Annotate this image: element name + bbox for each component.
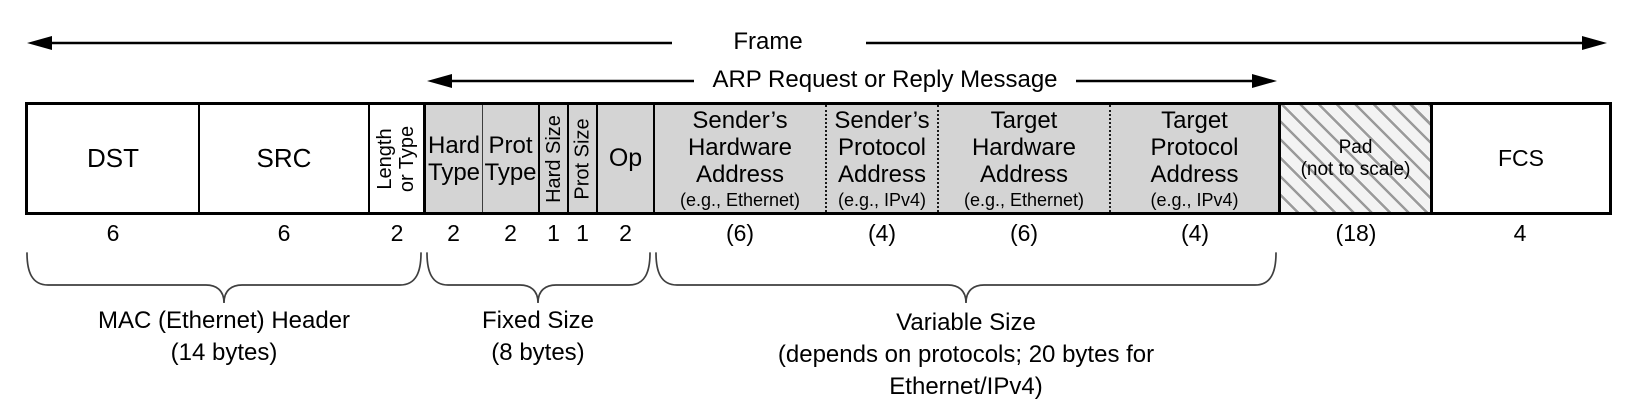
field-prot-size: Prot Size [569,105,598,212]
arrow-left-icon [27,36,52,50]
byte-count-op: 2 [619,220,632,246]
fixed-size-brace-label: Fixed Size (8 bytes) [481,307,595,366]
field-fcs: FCS [1433,105,1609,212]
field-prot-type-label: Prot Type [484,131,537,186]
field-op: Op [598,105,655,212]
byte-count-sender-hardware: (6) [725,220,755,246]
byte-count-target-protocol: (4) [1180,220,1210,246]
field-op-label: Op [608,144,643,172]
byte-count-target-hardware: (6) [1009,220,1039,246]
field-fcs-label: FCS [1498,145,1544,171]
field-sender-protocol-address: Sender’s Protocol Address (e.g., IPv4) [827,105,939,212]
variable-size-brace [655,252,1277,304]
field-hard-size: Hard Size [540,105,569,212]
field-pad-label: Pad [1338,136,1373,158]
byte-count-pad: (18) [1335,220,1377,246]
field-prot-type: Prot Type [483,105,540,212]
field-length-or-type: Length or Type [370,105,426,212]
variable-size-brace-label: Variable Size (depends on protocols; 20 … [777,309,1155,400]
field-hard-type-label: Hard Type [427,131,481,186]
field-dst: DST [28,105,200,212]
byte-count-row: 6 6 2 2 2 1 1 2 (6) (4) (6) (4) (18) 4 [28,220,1609,247]
field-sender-hardware-address: Sender’s Hardware Address (e.g., Etherne… [655,105,827,212]
byte-count-sender-protocol: (4) [867,220,897,246]
field-length-or-type-label: Length or Type [374,125,419,192]
field-pad: Pad (not to scale) [1281,105,1433,212]
byte-count-fcs: 4 [1513,220,1527,246]
field-hard-type: Hard Type [426,105,483,212]
frame-field-row: DST SRC Length or Type Hard Type Prot Ty… [25,102,1612,215]
field-target-hardware-address: Target Hardware Address (e.g., Ethernet) [939,105,1111,212]
arrow-right-icon [1582,36,1607,50]
field-src-label: SRC [256,143,312,173]
mac-header-brace-label: MAC (Ethernet) Header (14 bytes) [97,307,351,366]
frame-arrow-label: Frame [723,28,813,56]
field-target-protocol-address: Target Protocol Address (e.g., IPv4) [1111,105,1281,212]
field-sender-hardware-example: (e.g., Ethernet) [679,190,801,210]
field-dst-label: DST [87,143,139,173]
field-pad-note: (not to scale) [1300,158,1411,180]
frame-span-arrow [27,36,1607,50]
field-prot-size-label: Prot Size [571,117,594,200]
byte-count-src: 6 [277,220,291,246]
byte-count-length-or-type: 2 [390,220,404,246]
byte-count-prot-size: 1 [576,220,589,246]
byte-count-hard-size: 1 [547,220,560,246]
field-target-protocol-example: (e.g., IPv4) [1150,190,1239,210]
field-src: SRC [200,105,370,212]
byte-count-dst: 6 [106,220,120,246]
field-sender-protocol-example: (e.g., IPv4) [837,190,927,210]
mac-header-brace [26,252,422,304]
byte-count-prot-type: 2 [504,220,517,246]
arrow-right-icon [1252,74,1277,88]
field-target-hardware-example: (e.g., Ethernet) [963,190,1085,210]
arrow-left-icon [427,74,452,88]
field-hard-size-label: Hard Size [542,114,565,203]
fixed-size-brace [426,252,651,304]
byte-count-hard-type: 2 [447,220,460,246]
arp-arrow-label: ARP Request or Reply Message [702,66,1068,94]
